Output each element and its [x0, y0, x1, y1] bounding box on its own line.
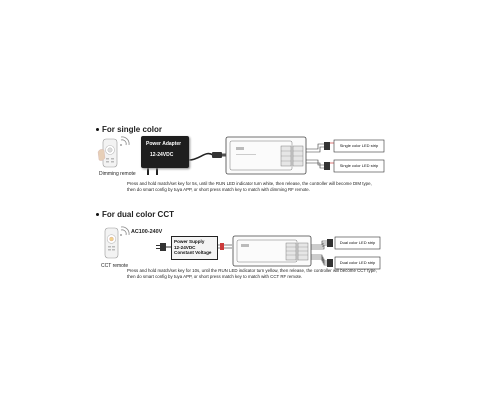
wifi-signal-icon: [120, 226, 130, 236]
ac-input-label: AC100-240V: [131, 229, 163, 235]
led-controller-icon: [225, 136, 307, 175]
strip-connector-icon: [324, 142, 330, 150]
single-color-heading-text: For single color: [102, 125, 163, 134]
dimming-remote-icon: [97, 138, 118, 168]
power-supply-box: Power Supply 12-24VDC Constant Voltage: [171, 236, 218, 260]
psu-voltage: 12-24VDC: [174, 244, 196, 250]
wifi-signal-icon: [120, 136, 130, 146]
single-instruction-line-1: Press and hold match/set key for 5s, unt…: [127, 181, 372, 186]
dual-strip-wires: [311, 240, 328, 266]
power-adapter: Power Adapter 12-24VDC: [141, 136, 189, 168]
power-plug-icon: [156, 243, 166, 251]
strip-connector-icon: [324, 162, 330, 170]
bullet-dot: [96, 128, 99, 132]
dual-strip-2-label: Dual color LED strip: [339, 260, 376, 265]
single-led-strip-1: [333, 139, 385, 153]
dual-led-strip-2: [334, 256, 381, 270]
strip-connector-icon: [327, 239, 333, 247]
dual-color-heading: For dual color CCT: [96, 210, 174, 219]
single-strip-wires: [306, 143, 326, 169]
dimming-remote-caption: Dimming remote: [99, 171, 136, 177]
dual-color-heading-text: For dual color CCT: [102, 210, 174, 219]
bullet-dot: [96, 213, 99, 217]
single-strip-2-label: Single color LED strip: [339, 163, 379, 168]
dual-instruction-line-2: then do smart config by tuya APP, or sho…: [127, 274, 303, 280]
psu-type: Constant Voltage: [174, 250, 212, 256]
power-plug-icon: [147, 167, 158, 175]
dual-led-strip-1: [334, 236, 381, 250]
single-color-heading: For single color: [96, 125, 162, 134]
adapter-label: Power Adapter: [146, 141, 182, 147]
dc-plug-icon: [212, 152, 222, 158]
cct-remote-caption: CCT remote: [101, 263, 129, 269]
adapter-voltage: 12-24VDC: [150, 152, 174, 158]
cct-remote-icon: [104, 227, 119, 259]
single-instruction-line-2: then do smart config by tuya APP, or sho…: [127, 187, 310, 193]
dual-strip-1-label: Dual color LED strip: [339, 240, 376, 245]
strip-connector-icon: [327, 259, 333, 267]
psu-label: Power Supply: [174, 239, 205, 244]
single-color-instructions: Press and hold match/set key for 5s, unt…: [127, 181, 372, 193]
led-controller-icon: [232, 235, 312, 267]
dual-color-instructions: Press and hold match/set key for 10s, un…: [127, 268, 377, 280]
dual-instruction-line-1: Press and hold match/set key for 10s, un…: [127, 268, 377, 273]
single-led-strip-2: [333, 159, 385, 173]
single-strip-1-label: Single color LED strip: [339, 143, 379, 148]
